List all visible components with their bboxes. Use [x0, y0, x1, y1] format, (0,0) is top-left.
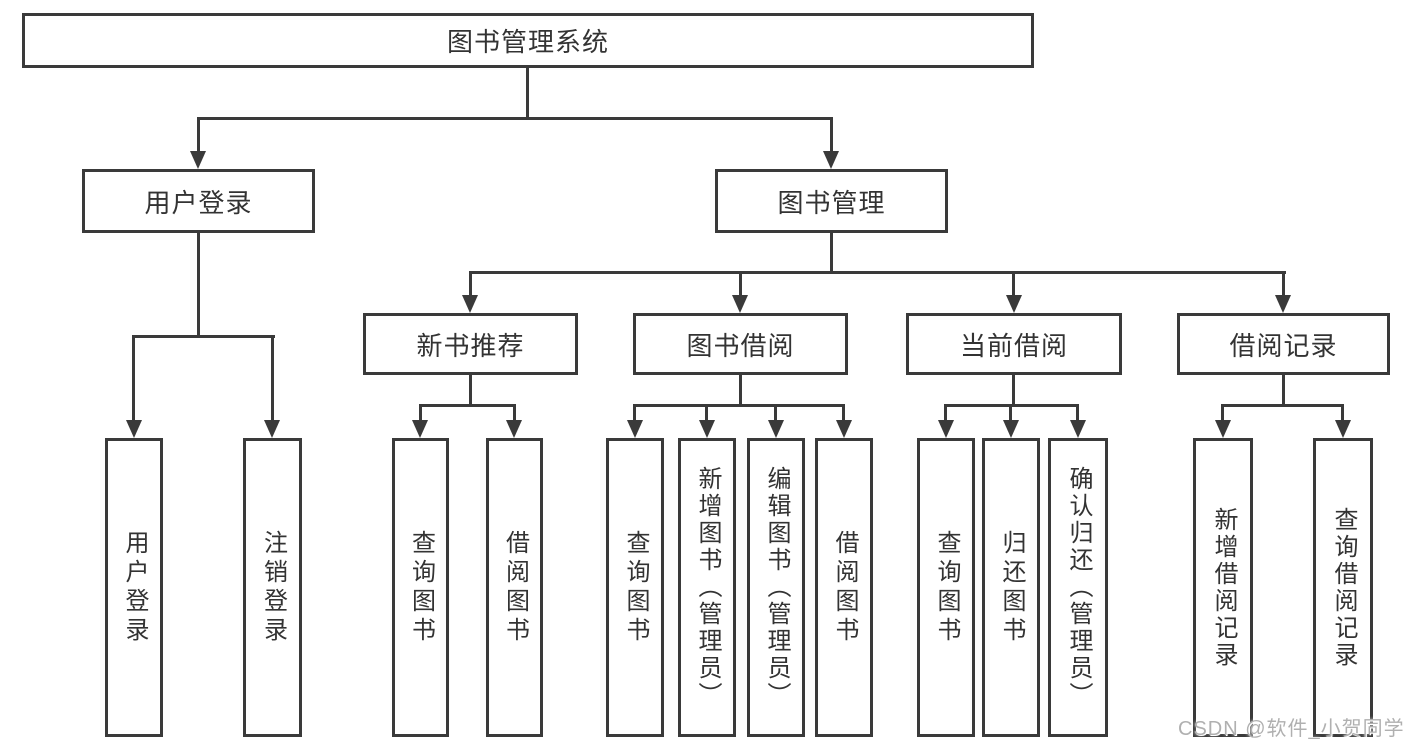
connector-arrow	[1341, 407, 1344, 420]
node-book-borrow: 图书借阅	[633, 313, 848, 375]
arrow-down-icon	[264, 420, 280, 438]
arrow-down-icon	[412, 420, 428, 438]
arrow-down-icon	[506, 420, 522, 438]
connector-book-management-stem	[830, 233, 833, 272]
arrow-down-icon	[768, 420, 784, 438]
connector-arrow	[633, 407, 636, 420]
connector-root-stem	[526, 66, 529, 117]
node-new-book-recommend: 新书推荐	[363, 313, 578, 375]
connector-current-borrow-stem	[1012, 375, 1015, 406]
arrow-down-icon	[1335, 420, 1351, 438]
arrow-down-icon	[1070, 420, 1086, 438]
node-leaf-borrow-books: 借阅图书	[815, 438, 873, 737]
node-current-borrow: 当前借阅	[906, 313, 1122, 375]
connector-arrow-book-management	[830, 120, 833, 151]
connector-arrow-current-borrow	[1012, 274, 1015, 295]
connector-new-book-branch	[419, 404, 516, 407]
connector-arrow	[513, 407, 516, 420]
arrow-down-icon	[938, 420, 954, 438]
connector-arrow	[419, 407, 422, 420]
connector-new-book-stem	[469, 375, 472, 406]
arrow-down-icon	[1215, 420, 1231, 438]
connector-book-borrow-stem	[739, 375, 742, 406]
node-leaf-return-books: 归还图书	[982, 438, 1040, 737]
arrow-down-icon	[462, 295, 478, 313]
connector-user-login-branch	[132, 335, 275, 338]
arrow-down-icon	[627, 420, 643, 438]
connector-arrow	[774, 407, 777, 420]
watermark: CSDN @软件_小贺同学	[1178, 718, 1405, 740]
connector-arrow-new-book	[469, 274, 472, 295]
node-leaf-edit-books-admin: 编辑图书（管理员）	[747, 438, 805, 737]
connector-arrow	[705, 407, 708, 420]
arrow-down-icon	[126, 420, 142, 438]
connector-book-borrow-branch	[633, 404, 845, 407]
connector-arrow	[842, 407, 845, 420]
arrow-down-icon	[1275, 295, 1291, 313]
node-leaf-confirm-return-admin: 确认归还（管理员）	[1048, 438, 1108, 737]
connector-arrow	[1076, 407, 1079, 420]
connector-arrow	[1221, 407, 1224, 420]
arrow-down-icon	[732, 295, 748, 313]
arrow-down-icon	[823, 151, 839, 169]
connector-arrow	[1009, 407, 1012, 420]
arrow-down-icon	[190, 151, 206, 169]
connector-arrow-borrow-records	[1282, 274, 1285, 295]
node-book-management: 图书管理	[715, 169, 948, 233]
arrow-down-icon	[1006, 295, 1022, 313]
connector-arrow-book-borrow	[739, 274, 742, 295]
node-root: 图书管理系统	[22, 13, 1034, 68]
arrow-down-icon	[699, 420, 715, 438]
node-leaf-query-books-recommend: 查询图书	[392, 438, 449, 737]
node-leaf-query-books-borrow: 查询图书	[606, 438, 664, 737]
connector-level3-branch	[469, 271, 1286, 274]
node-leaf-add-borrow-record: 新增借阅记录	[1193, 438, 1253, 737]
node-leaf-add-books-admin: 新增图书（管理员）	[678, 438, 736, 737]
node-leaf-logout: 注销登录	[243, 438, 302, 737]
node-leaf-query-borrow-record: 查询借阅记录	[1313, 438, 1373, 737]
connector-borrow-records-stem	[1282, 375, 1285, 406]
connector-arrow-user-login	[197, 120, 200, 151]
connector-arrow-leaf-user-login	[132, 338, 135, 420]
node-user-login: 用户登录	[82, 169, 315, 233]
connector-arrow-leaf-logout	[271, 338, 274, 420]
connector-user-login-stem	[197, 233, 200, 338]
connector-borrow-records-branch	[1221, 404, 1344, 407]
arrow-down-icon	[1003, 420, 1019, 438]
node-borrow-records: 借阅记录	[1177, 313, 1390, 375]
node-leaf-user-login: 用户登录	[105, 438, 163, 737]
arrow-down-icon	[836, 420, 852, 438]
connector-level2-branch	[197, 117, 833, 120]
node-leaf-query-books-current: 查询图书	[917, 438, 975, 737]
connector-arrow	[944, 407, 947, 420]
node-leaf-borrow-books-recommend: 借阅图书	[486, 438, 543, 737]
connector-current-borrow-branch	[944, 404, 1079, 407]
